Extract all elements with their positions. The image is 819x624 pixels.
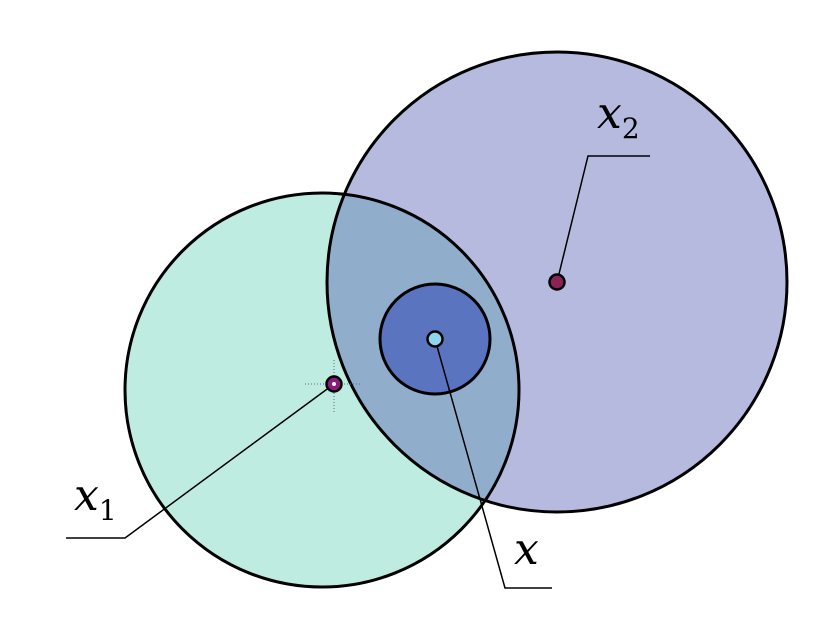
label-x1-base: x	[74, 470, 99, 521]
overlap-region	[327, 193, 519, 512]
leader-line-x1	[66, 383, 335, 539]
crosshair-x1	[305, 360, 362, 412]
label-x-base: x	[514, 524, 539, 575]
point-x	[426, 330, 444, 348]
label-x: x	[514, 524, 539, 575]
label-x2-base: x	[597, 88, 622, 139]
leader-line-x	[434, 338, 552, 589]
label-x2: x2	[597, 88, 640, 145]
circle-x2-outline	[325, 50, 789, 514]
point-x2	[548, 273, 566, 291]
label-x2-sub: 2	[622, 112, 640, 145]
label-x1-sub: 1	[99, 494, 117, 527]
point-x1-center	[332, 382, 336, 386]
label-x1: x1	[74, 470, 117, 527]
leader-line-x2	[556, 155, 650, 283]
circle-x1-outline	[123, 191, 521, 589]
